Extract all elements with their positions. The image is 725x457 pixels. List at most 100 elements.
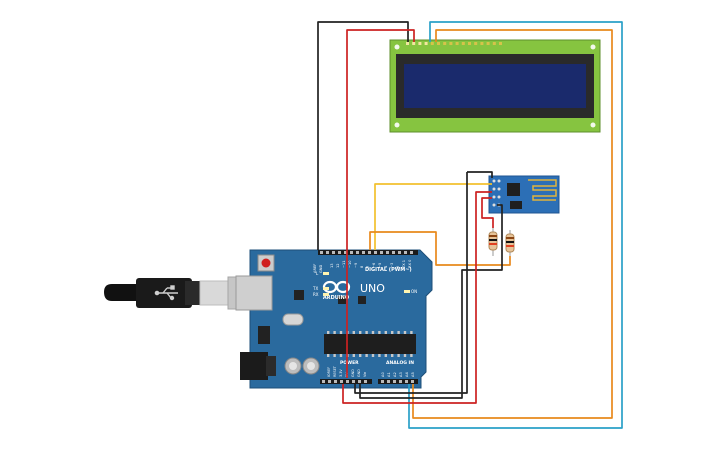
gnd-label: GND xyxy=(319,265,323,273)
digital-pin-label: ~10 xyxy=(348,260,352,268)
pin-hole[interactable] xyxy=(326,251,329,254)
pin-hole[interactable] xyxy=(340,380,343,383)
wire-black-lcd-gnd xyxy=(317,21,409,250)
lcd-16x2-module xyxy=(389,39,601,133)
digital-pin-label: ~3 xyxy=(390,263,394,268)
lcd-header-pins xyxy=(406,42,502,45)
wire-yellow-esp-tx xyxy=(374,183,492,250)
pin-hole[interactable] xyxy=(381,380,384,383)
lcd-pin[interactable] xyxy=(474,42,478,45)
esp-chip xyxy=(507,183,520,196)
esp-pin[interactable] xyxy=(497,187,501,191)
pin-hole[interactable] xyxy=(386,251,389,254)
analog-label: ANALOG IN xyxy=(386,360,414,366)
l-label: L xyxy=(316,271,319,276)
pin-hole[interactable] xyxy=(374,251,377,254)
rx-label: RX xyxy=(313,292,319,297)
lcd-pin[interactable] xyxy=(424,42,428,45)
digital-pin-label: ~6 xyxy=(372,262,376,268)
digital-pin-label: RX 0 xyxy=(408,259,412,268)
digital-pin-label: 8 xyxy=(360,265,364,268)
capacitor xyxy=(302,357,320,375)
pin-hole[interactable] xyxy=(411,380,414,383)
pin-hole[interactable] xyxy=(334,380,337,383)
lcd-pin[interactable] xyxy=(443,42,447,45)
pin-hole[interactable] xyxy=(358,380,361,383)
lcd-pin[interactable] xyxy=(449,42,453,45)
reset-button[interactable] xyxy=(257,254,275,272)
pin-hole[interactable] xyxy=(344,251,347,254)
dc-power-jack xyxy=(240,352,268,380)
lcd-pin[interactable] xyxy=(499,42,502,45)
pin-hole[interactable] xyxy=(392,251,395,254)
lcd-pin[interactable] xyxy=(437,42,440,45)
esp-pin[interactable] xyxy=(497,179,501,183)
wire-blue-lcd-scl xyxy=(408,21,623,429)
pin-hole[interactable] xyxy=(364,380,367,383)
lcd-pin[interactable] xyxy=(486,42,490,45)
power-pin-label: GND xyxy=(357,369,361,377)
power-pin-label: RESET xyxy=(333,365,337,377)
lcd-pin[interactable] xyxy=(430,42,434,45)
digital-pin-holes xyxy=(320,251,413,254)
pin-hole[interactable] xyxy=(380,251,383,254)
pin-hole[interactable] xyxy=(322,380,325,383)
digital-pin-label: 4 xyxy=(384,265,388,268)
analog-pin-label: A1 xyxy=(387,372,391,377)
lcd-pin[interactable] xyxy=(461,42,465,45)
pin-hole[interactable] xyxy=(320,251,323,254)
pin-hole[interactable] xyxy=(338,251,341,254)
pin-hole[interactable] xyxy=(332,251,335,254)
wire-orange-esp-rx xyxy=(369,231,511,266)
aref-label: AREF xyxy=(313,264,317,273)
digital-pin-label: ~9 xyxy=(354,262,358,268)
resistor xyxy=(488,228,498,256)
esp-pin[interactable] xyxy=(492,195,496,199)
lcd-pin[interactable] xyxy=(468,42,471,45)
digital-pin-label: ~11 xyxy=(342,260,346,268)
bottom-pin-holes xyxy=(322,380,414,383)
pin-hole[interactable] xyxy=(350,251,353,254)
analog-header xyxy=(378,379,418,384)
pin-hole[interactable] xyxy=(352,380,355,383)
pin-hole[interactable] xyxy=(356,251,359,254)
atmega-chip xyxy=(324,334,416,354)
pin-hole[interactable] xyxy=(387,380,390,383)
on-label: ON xyxy=(411,289,417,294)
pin-hole[interactable] xyxy=(405,380,408,383)
antenna-trace xyxy=(528,179,557,201)
pin-hole[interactable] xyxy=(328,380,331,383)
pin-hole[interactable] xyxy=(399,380,402,383)
power-label: POWER xyxy=(340,360,359,366)
lcd-pin[interactable] xyxy=(492,42,496,45)
lcd-pin[interactable] xyxy=(412,42,416,45)
wire-red-esp-vcc xyxy=(342,191,492,404)
pin-hole[interactable] xyxy=(346,380,349,383)
usb-plug-icon xyxy=(154,285,178,301)
esp-pin[interactable] xyxy=(492,179,496,183)
pin-hole[interactable] xyxy=(398,251,401,254)
analog-pin-label: A2 xyxy=(393,372,397,377)
esp-pin[interactable] xyxy=(492,203,496,207)
pin-hole[interactable] xyxy=(404,251,407,254)
lcd-pin[interactable] xyxy=(480,42,484,45)
esp-pin[interactable] xyxy=(492,187,496,191)
digital-pin-label: 2 xyxy=(396,266,400,268)
capacitor xyxy=(284,357,302,375)
digital-pin-label: 12 xyxy=(336,263,340,268)
lcd-pin[interactable] xyxy=(418,42,422,45)
analog-pin-label: A3 xyxy=(399,372,403,377)
pin-hole[interactable] xyxy=(362,251,365,254)
esp-pin[interactable] xyxy=(497,195,501,199)
wire-red-lcd-vcc xyxy=(346,29,415,378)
lcd-screen xyxy=(404,64,586,108)
pin-hole[interactable] xyxy=(393,380,396,383)
wire-red-divider xyxy=(481,197,494,228)
pin-hole[interactable] xyxy=(410,251,413,254)
lcd-pin[interactable] xyxy=(406,42,409,45)
lcd-pin[interactable] xyxy=(455,42,459,45)
pin-hole[interactable] xyxy=(368,251,371,254)
